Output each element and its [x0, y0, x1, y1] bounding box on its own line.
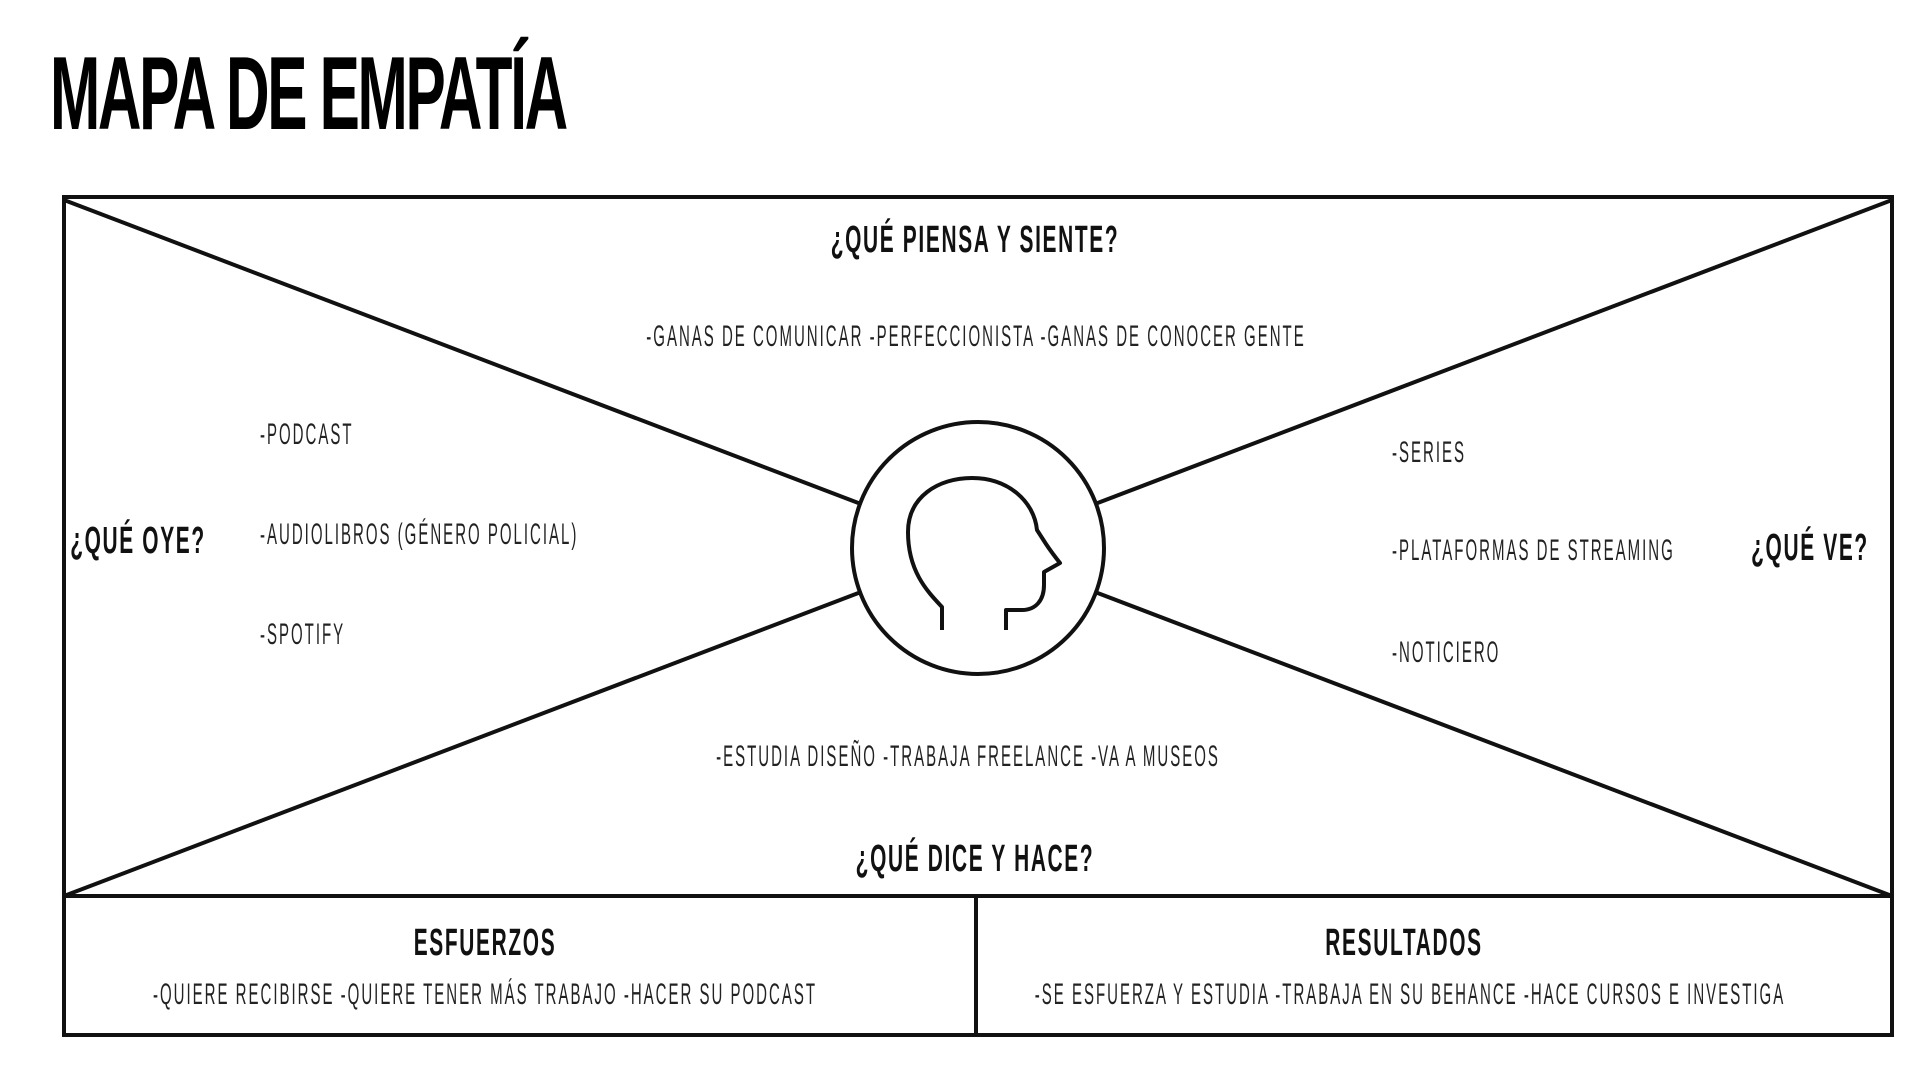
- head-profile-icon: [906, 476, 1062, 630]
- results-item: -SE ESFUERZA Y ESTUDIA -TRABAJA EN SU BE…: [1034, 978, 1786, 1011]
- hears-heading: ¿QUÉ OYE?: [70, 520, 206, 562]
- hears-item: -SPOTIFY: [260, 618, 346, 651]
- diagonal-bottom-right: [1094, 590, 1893, 898]
- diagonal-top-right: [1094, 198, 1893, 506]
- hears-item: -AUDIOLIBROS (GÉNERO POLICIAL): [260, 518, 579, 551]
- efforts-heading: ESFUERZOS: [413, 922, 557, 964]
- efforts-item: -QUIERE RECIBIRSE -QUIERE TENER MÁS TRAB…: [152, 978, 818, 1011]
- results-heading: RESULTADOS: [1325, 922, 1483, 964]
- sees-item: -PLATAFORMAS DE STREAMING: [1392, 534, 1675, 567]
- page-title: MAPA DE EMPATÍA: [50, 36, 568, 152]
- thinks-feels-heading: ¿QUÉ PIENSA Y SIENTE?: [830, 219, 1120, 261]
- sees-item: -NOTICIERO: [1392, 636, 1501, 669]
- says-does-heading: ¿QUÉ DICE Y HACE?: [855, 838, 1095, 880]
- diagonal-top-left: [63, 198, 862, 506]
- center-circle: [850, 420, 1106, 676]
- diagonal-bottom-left: [63, 590, 862, 898]
- sees-heading: ¿QUÉ VE?: [1751, 527, 1869, 569]
- sees-item: -SERIES: [1392, 436, 1467, 469]
- hears-item: -PODCAST: [260, 418, 354, 451]
- thinks-feels-item: -GANAS DE COMUNICAR -PERFECCIONISTA -GAN…: [646, 320, 1306, 353]
- says-does-item: -ESTUDIA DISEÑO -TRABAJA FREELANCE -VA A…: [716, 740, 1220, 773]
